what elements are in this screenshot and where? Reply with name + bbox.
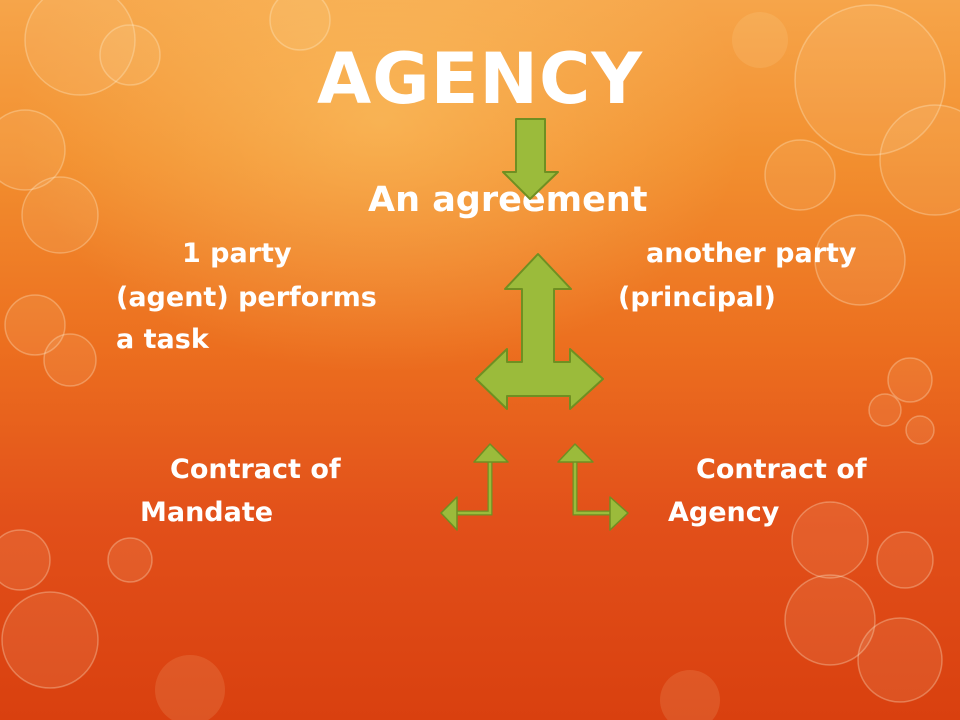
slide-subtitle: An agreement: [368, 180, 648, 220]
three-way-arrow-icon: [475, 253, 604, 410]
right-result-line-2: Agency: [668, 497, 780, 528]
right-result-line-1: Contract of: [696, 454, 867, 485]
left-result-line-1: Contract of: [170, 454, 341, 485]
left-party-line-3: a task: [116, 324, 209, 355]
slide-title: AGENCY: [316, 38, 644, 120]
left-result-line-2: Mandate: [140, 497, 274, 528]
left-party-line-1: 1 party: [182, 238, 292, 269]
right-party-line-2: (principal): [618, 282, 776, 313]
down-arrow-icon: [502, 118, 559, 200]
bent-arrow-left-icon: [440, 443, 509, 531]
right-party-line-1: another party: [646, 238, 857, 269]
bent-arrow-right-icon: [557, 443, 629, 531]
left-party-line-2: (agent) performs: [116, 282, 377, 313]
